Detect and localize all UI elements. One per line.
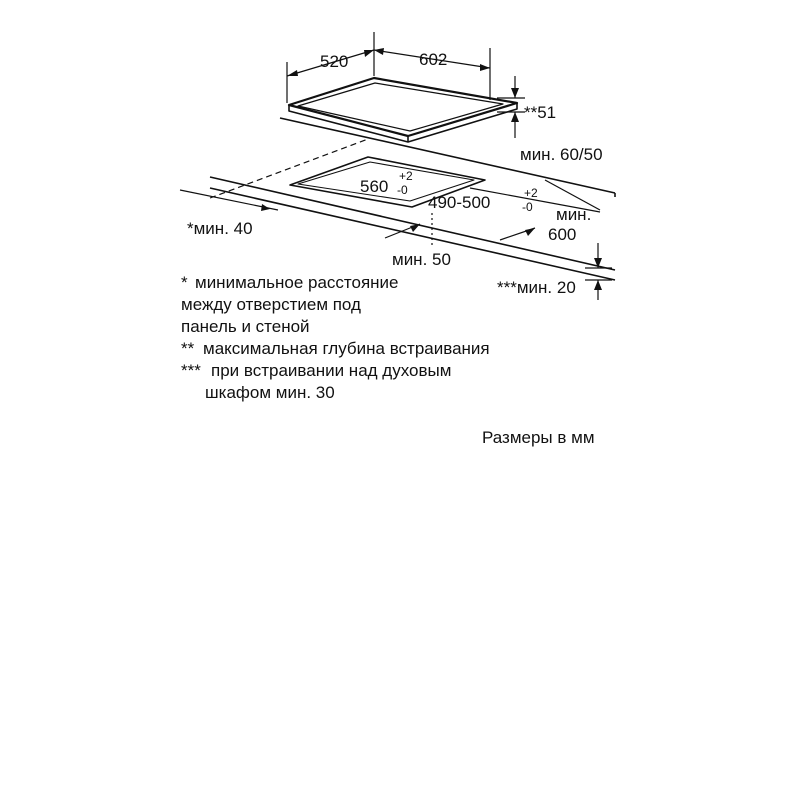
footnote-1-line-3: панель и стеной <box>181 317 310 336</box>
height-51-label: **51 <box>524 103 557 122</box>
footnote-3-mark: *** <box>181 361 201 380</box>
min-40-label: *мин. 40 <box>187 219 253 238</box>
width-602-label: 602 <box>419 50 448 69</box>
units-caption: Размеры в мм <box>482 428 595 447</box>
min-600-label-line1: мин. <box>556 205 592 224</box>
cutout-depth-tol-minus: -0 <box>522 200 533 214</box>
cooktop-drawing <box>287 76 519 143</box>
footnote-1-mark: * <box>181 273 188 292</box>
footnote-1-line-1: минимальное расстояние <box>195 273 399 292</box>
footnote-3-line-1: при встраивании над духовым <box>211 361 452 380</box>
cutout-drawing <box>289 156 486 208</box>
footnote-2-line-1: максимальная глубина встраивания <box>203 339 490 358</box>
footnote-1-line-2: между отверстием под <box>181 295 361 314</box>
footnote-3-line-2: шкафом мин. 30 <box>205 383 335 402</box>
footnote-2-mark: ** <box>181 339 195 358</box>
cutout-depth-tol-plus: +2 <box>524 186 538 200</box>
min-50-label: мин. 50 <box>392 250 451 269</box>
min-20-label: ***мин. 20 <box>497 278 576 297</box>
cutout-width-tol-minus: -0 <box>397 183 408 197</box>
cutout-depth-label: 490-500 <box>428 193 491 212</box>
countertop-drawing <box>209 117 616 281</box>
depth-520-label: 520 <box>320 52 349 71</box>
min-60-50-label: мин. 60/50 <box>520 145 603 164</box>
min-600-label-line2: 600 <box>548 225 577 244</box>
cutout-width-label: 560 <box>360 177 389 196</box>
cutout-width-tol-plus: +2 <box>399 169 413 183</box>
